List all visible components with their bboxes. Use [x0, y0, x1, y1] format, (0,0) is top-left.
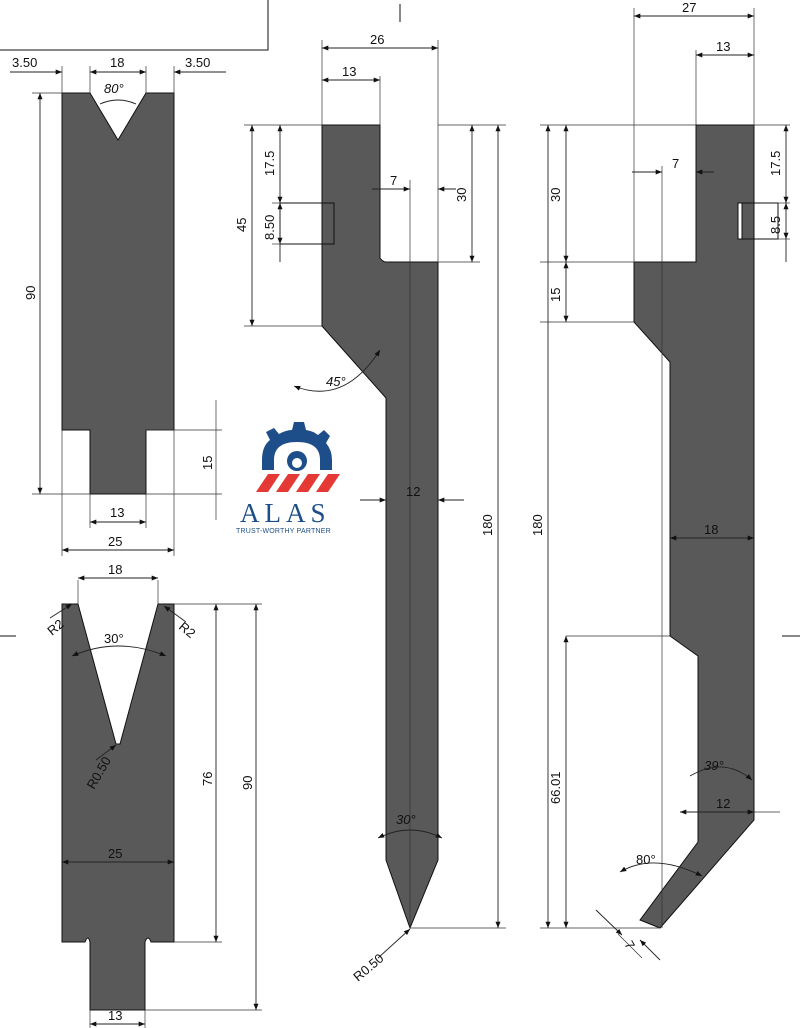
dim-c-tip-offset: 7 — [390, 173, 397, 188]
dim-d-lower-height: 66.01 — [548, 771, 563, 804]
drawing-b-v-die: 18 30° R2 R2 R0.50 76 90 25 13 — [44, 562, 262, 1028]
dim-a-edge-right: 3.50 — [185, 55, 210, 70]
alas-logo: ALAS TRUST-WORTHY PARTNER — [236, 422, 340, 535]
dim-a-height: 90 — [23, 286, 38, 300]
dim-d-total-width: 27 — [682, 0, 696, 15]
dim-b-right-radius: R2 — [176, 619, 198, 641]
dim-a-edge-left: 3.50 — [12, 55, 37, 70]
drawing-c-punch: 26 13 7 17.5 8.50 45 30 45° 12 180 30° R… — [234, 32, 506, 984]
logo-tagline: TRUST-WORTHY PARTNER — [236, 528, 331, 535]
dim-c-tip-radius: R0.50 — [350, 951, 386, 985]
drawing-d-gooseneck-punch: 27 13 7 30 17.5 8.5 15 180 18 66.01 39° … — [530, 0, 790, 961]
dim-d-tip-offset: 7 — [672, 156, 679, 171]
die-a-body — [61, 92, 175, 495]
dim-c-slot-height: 8.50 — [262, 215, 277, 240]
dim-d-shoulder-width: 13 — [716, 39, 730, 54]
dim-d-tip-angle: 39° — [704, 758, 724, 773]
dim-c-slot-top: 17.5 — [262, 151, 277, 176]
dim-d-foot-angle: 80° — [636, 852, 656, 867]
dim-d-height: 180 — [530, 514, 545, 536]
dim-b-top-width: 18 — [108, 562, 122, 577]
punch-d-body — [633, 124, 755, 929]
dim-c-shoulder-width: 13 — [342, 64, 356, 79]
logo-word: ALAS — [240, 498, 331, 528]
dim-d-step-height: 30 — [548, 188, 563, 202]
dim-b-v-angle: 30° — [104, 631, 124, 646]
dim-c-tip-angle: 30° — [396, 812, 416, 827]
dim-b-body-height: 76 — [200, 772, 215, 786]
dim-a-tang-height: 15 — [200, 456, 215, 470]
dim-c-total-width: 26 — [370, 32, 384, 47]
dim-c-blade-width: 12 — [406, 484, 420, 499]
dim-b-height: 90 — [240, 776, 255, 790]
dim-a-v-angle: 80° — [104, 81, 124, 96]
stripes-icon — [256, 474, 340, 492]
dim-d-blade-width: 18 — [704, 522, 718, 537]
dim-b-width: 25 — [108, 846, 122, 861]
dim-d-chamfer-height: 15 — [548, 288, 563, 302]
sheet-frame — [0, 0, 800, 637]
dim-d-tip-width: 12 — [716, 796, 730, 811]
dim-c-height: 180 — [480, 514, 495, 536]
gear-icon — [262, 422, 332, 471]
dim-a-top-width: 18 — [110, 55, 124, 70]
dim-d-slot-height: 8.5 — [768, 216, 783, 234]
dim-c-chamfer-angle: 45° — [326, 374, 346, 389]
die-b-body — [61, 603, 175, 1011]
dim-b-tang-width: 13 — [108, 1008, 122, 1023]
drawing-a-v-die: 3.50 18 3.50 80° 90 15 13 25 — [10, 55, 226, 556]
dim-a-width: 25 — [108, 534, 122, 549]
dim-d-slot-top: 17.5 — [768, 151, 783, 176]
dim-c-step-height: 30 — [454, 188, 469, 202]
dim-a-tang-width: 13 — [110, 505, 124, 520]
dim-c-shoulder-height: 45 — [234, 218, 249, 232]
